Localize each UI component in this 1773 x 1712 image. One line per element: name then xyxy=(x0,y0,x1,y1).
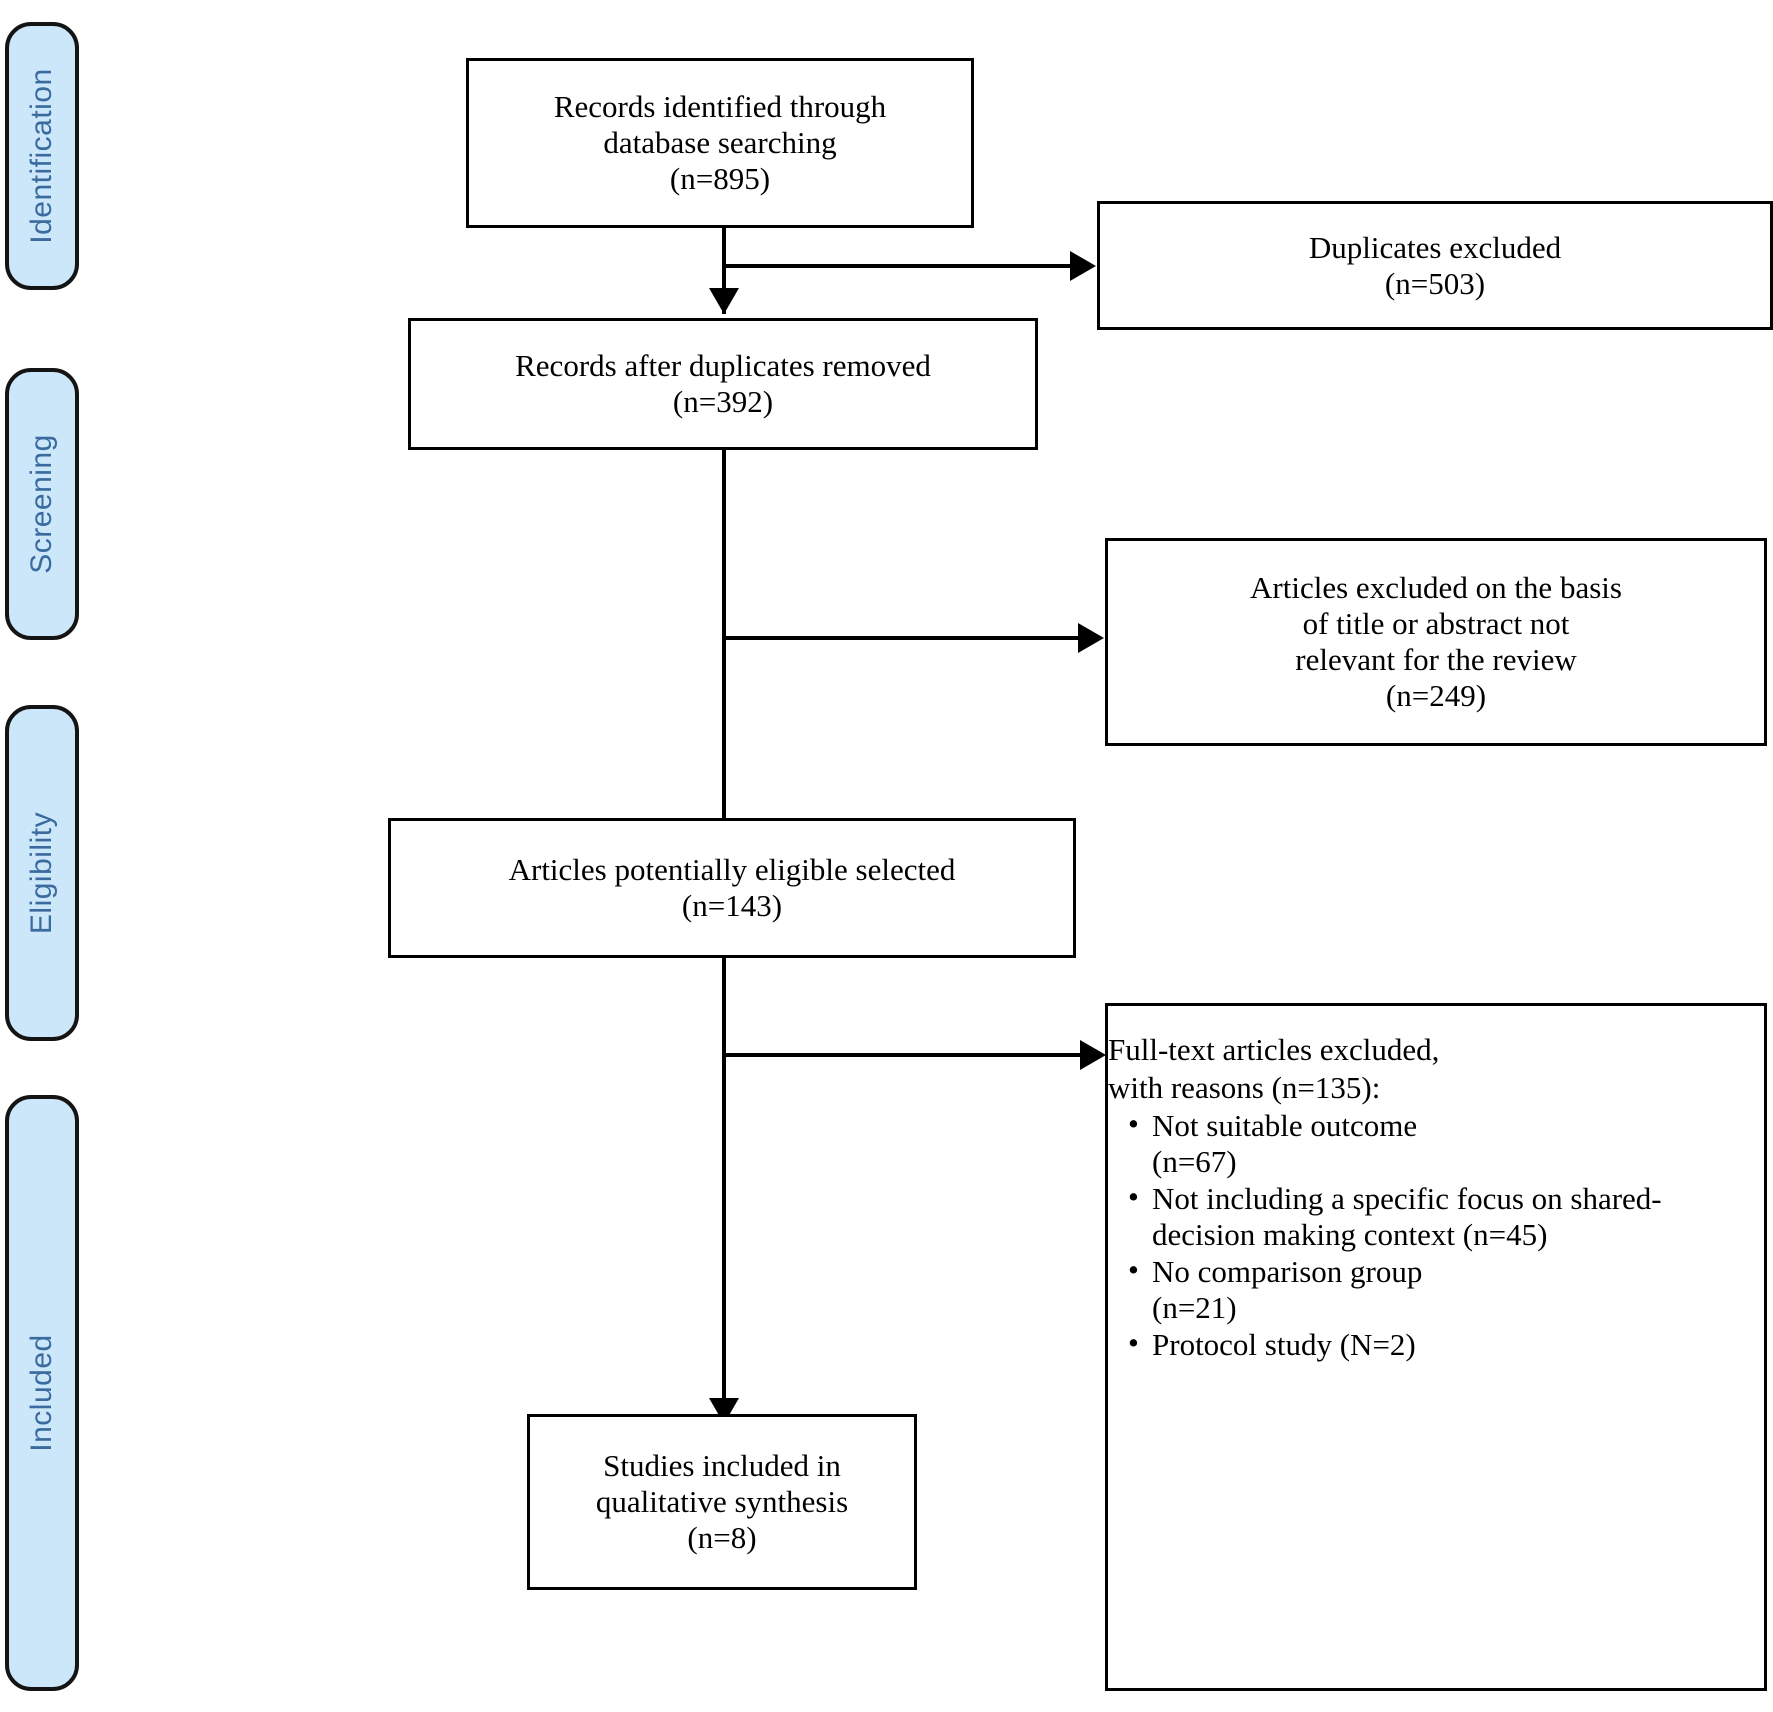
bullet-icon: • xyxy=(1128,1251,1139,1287)
arrow-to-titleabstract xyxy=(1078,623,1104,653)
box-duplicates-excluded: Duplicates excluded (n=503) xyxy=(1097,201,1773,330)
box-records-after-duplicates-line1: Records after duplicates removed xyxy=(515,348,931,384)
connector-line-identified-to-afterdup xyxy=(722,226,726,314)
connector-line-eligible-to-included xyxy=(722,958,726,1428)
list-item: • Not suitable outcome (n=67) xyxy=(1128,1106,1764,1180)
stage-label-screening-text: Screening xyxy=(25,434,58,574)
list-item: • Protocol study (N=2) xyxy=(1128,1325,1764,1363)
reason-text: Not including a specific focus on shared… xyxy=(1152,1180,1662,1252)
box-articles-eligible-count: (n=143) xyxy=(681,888,783,923)
arrow-to-fulltext xyxy=(1080,1040,1106,1070)
fulltext-excluded-reason-list: • Not suitable outcome (n=67) • Not incl… xyxy=(1108,1106,1764,1363)
box-records-identified-line1: Records identified through xyxy=(553,89,887,125)
list-item: • Not including a specific focus on shar… xyxy=(1128,1179,1764,1253)
connector-line-afterdup-to-eligible xyxy=(722,450,726,920)
box-fulltext-excluded: Full-text articles excluded, with reason… xyxy=(1105,1003,1767,1691)
stage-label-screening: Screening xyxy=(5,368,79,640)
reason-count: (n=21) xyxy=(1152,1289,1237,1325)
box-articles-excluded-title-abstract-line3: relevant for the review xyxy=(1295,642,1577,677)
box-duplicates-excluded-count: (n=503) xyxy=(1384,265,1486,301)
list-item: • No comparison group (n=21) xyxy=(1128,1252,1764,1326)
reason-count: (n=67) xyxy=(1152,1143,1237,1179)
box-articles-excluded-title-abstract-count: (n=249) xyxy=(1385,677,1487,713)
arrow-to-duplicates xyxy=(1070,251,1096,281)
connector-line-to-duplicates xyxy=(722,264,1072,268)
box-fulltext-excluded-head-line2: with reasons (n=135): xyxy=(1108,1069,1381,1105)
box-studies-included-line2: qualitative synthesis xyxy=(595,1484,849,1520)
box-studies-included: Studies included in qualitative synthesi… xyxy=(527,1414,917,1590)
stage-label-included: Included xyxy=(5,1095,79,1691)
stage-label-included-text: Included xyxy=(25,1334,58,1452)
arrow-identified-to-afterdup xyxy=(709,288,739,314)
box-records-identified: Records identified through database sear… xyxy=(466,58,974,228)
connector-line-to-fulltext xyxy=(722,1053,1082,1057)
box-articles-excluded-title-abstract: Articles excluded on the basis of title … xyxy=(1105,538,1767,746)
box-records-after-duplicates-count: (n=392) xyxy=(672,384,774,419)
bullet-icon: • xyxy=(1128,1178,1139,1214)
box-articles-excluded-title-abstract-line1: Articles excluded on the basis xyxy=(1250,570,1622,606)
box-studies-included-line1: Studies included in xyxy=(603,1448,841,1484)
stage-label-identification-text: Identification xyxy=(25,68,58,244)
reason-count: (N=2) xyxy=(1339,1326,1416,1362)
box-fulltext-excluded-head-line1: Full-text articles excluded, xyxy=(1108,1032,1440,1067)
box-duplicates-excluded-line1: Duplicates excluded xyxy=(1308,229,1562,265)
reason-text: Protocol study xyxy=(1152,1326,1332,1362)
reason-text: Not suitable outcome xyxy=(1152,1107,1418,1143)
stage-label-eligibility-text: Eligibility xyxy=(25,811,58,935)
box-articles-excluded-title-abstract-line2: of title or abstract not xyxy=(1302,606,1570,642)
connector-line-to-titleabstract xyxy=(722,636,1080,640)
reason-text: No comparison group xyxy=(1152,1253,1423,1289)
box-articles-eligible: Articles potentially eligible selected (… xyxy=(388,818,1076,958)
stage-label-identification: Identification xyxy=(5,22,79,290)
box-records-identified-count: (n=895) xyxy=(669,160,771,196)
stage-label-eligibility: Eligibility xyxy=(5,705,79,1041)
bullet-icon: • xyxy=(1128,1324,1139,1360)
box-records-after-duplicates: Records after duplicates removed (n=392) xyxy=(408,318,1038,450)
box-studies-included-count: (n=8) xyxy=(687,1519,757,1555)
box-articles-eligible-line1: Articles potentially eligible selected xyxy=(508,852,956,888)
box-records-identified-line2: database searching xyxy=(603,125,837,161)
bullet-icon: • xyxy=(1128,1105,1139,1141)
reason-count: (n=45) xyxy=(1462,1216,1548,1252)
